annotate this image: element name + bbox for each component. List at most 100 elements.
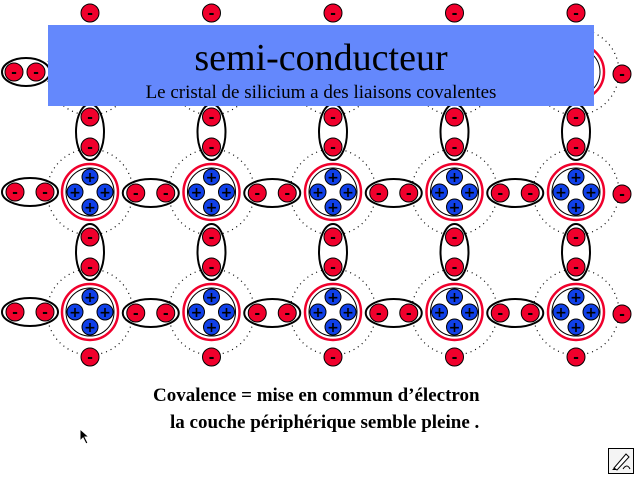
- electron-dot: [490, 183, 510, 203]
- electron-dot: [35, 302, 55, 322]
- electron: -: [5, 302, 25, 322]
- nucleus-dot: [324, 168, 342, 186]
- electron-dot: [612, 64, 632, 84]
- nucleus: +: [218, 183, 235, 201]
- silicon-atom: [60, 162, 120, 222]
- electron-sign: -: [163, 306, 169, 322]
- electron: -: [202, 227, 221, 247]
- electron-sign: -: [12, 305, 18, 321]
- electron-dot: [566, 137, 586, 157]
- electron-dot: [445, 3, 464, 23]
- nucleus: +: [188, 303, 205, 321]
- electron-dot: [323, 137, 343, 157]
- electron: -: [323, 107, 343, 127]
- caption-line-2: la couche périphérique semble pleine .: [170, 412, 480, 433]
- nucleus: +: [567, 168, 585, 186]
- electron-sign: -: [452, 140, 458, 156]
- nucleus-dot: [203, 168, 220, 186]
- electron-dot: [566, 227, 586, 247]
- nucleus-sign: +: [221, 185, 233, 201]
- nucleus: +: [446, 318, 463, 336]
- electron: -: [566, 137, 586, 157]
- nucleus: +: [324, 198, 342, 216]
- nucleus-dot: [218, 183, 235, 201]
- pen-button[interactable]: [608, 448, 634, 474]
- electron-sign: -: [573, 110, 579, 126]
- electron-dot: [26, 62, 46, 82]
- electron-dot: [35, 182, 55, 202]
- nucleus-sign: +: [464, 185, 476, 201]
- nucleus: +: [203, 318, 220, 336]
- nucleus-dot: [567, 318, 585, 336]
- electron-sign: -: [12, 185, 18, 201]
- electron-dot: [520, 183, 540, 203]
- electron-dot: [5, 182, 25, 202]
- electron: -: [399, 303, 419, 323]
- nucleus: +: [431, 183, 448, 201]
- electron: -: [202, 347, 221, 367]
- electron-dot: [156, 303, 176, 323]
- electron-sign: -: [33, 65, 39, 81]
- electron-dot: [247, 303, 267, 323]
- electron-dot: [323, 107, 343, 127]
- atom-shell: [546, 282, 606, 342]
- nucleus: +: [567, 318, 585, 336]
- electron-sign: -: [133, 306, 139, 322]
- nucleus: +: [446, 288, 463, 306]
- electron-sign: -: [497, 186, 503, 202]
- nucleus: +: [324, 318, 342, 336]
- electron-dot: [445, 347, 464, 367]
- nucleus-sign: +: [206, 290, 218, 306]
- electron: -: [445, 137, 464, 157]
- electron-sign: -: [376, 186, 382, 202]
- nucleus: +: [552, 183, 570, 201]
- arrow-cursor-icon: [79, 428, 91, 445]
- electron-sign: -: [209, 110, 215, 126]
- electron-dot: [202, 107, 221, 127]
- nucleus: +: [339, 303, 357, 321]
- electron: -: [126, 183, 146, 203]
- electron-dot: [520, 303, 540, 323]
- nucleus-sign: +: [327, 200, 339, 216]
- nucleus-dot: [188, 303, 205, 321]
- nucleus: +: [218, 303, 235, 321]
- inner-shell: [187, 287, 236, 337]
- nucleus-dot: [446, 318, 463, 336]
- electron-dot: [202, 257, 221, 277]
- electron-sign: -: [87, 350, 93, 366]
- electron-dot: [445, 257, 464, 277]
- electron: -: [202, 137, 221, 157]
- nucleus-sign: +: [585, 305, 597, 321]
- electron-sign: -: [209, 140, 215, 156]
- nucleus: +: [461, 303, 478, 321]
- nucleus: +: [461, 183, 478, 201]
- electron-sign: -: [619, 67, 625, 83]
- inner-shell: [65, 167, 115, 217]
- electron: -: [26, 62, 46, 82]
- nucleus-sign: +: [84, 170, 96, 186]
- nucleus-dot: [552, 303, 570, 321]
- electron-sign: -: [406, 186, 412, 202]
- nucleus-dot: [96, 183, 114, 201]
- electron: -: [445, 347, 464, 367]
- nucleus-dot: [339, 303, 357, 321]
- nucleus-sign: +: [69, 305, 81, 321]
- inner-shell: [187, 167, 236, 217]
- atom-shell: [303, 162, 363, 222]
- nucleus-sign: +: [312, 305, 324, 321]
- electron: -: [445, 257, 464, 277]
- nucleus: +: [66, 303, 84, 321]
- inner-shell: [430, 167, 479, 217]
- nucleus: +: [309, 303, 327, 321]
- electron: -: [445, 227, 464, 247]
- electron: -: [247, 183, 267, 203]
- electron-dot: [4, 62, 24, 82]
- silicon-atom: [303, 282, 363, 342]
- slide-title: semi-conducteur: [194, 37, 448, 79]
- electron: -: [369, 183, 389, 203]
- electron-sign: -: [573, 6, 579, 22]
- nucleus-sign: +: [84, 320, 96, 336]
- electron: -: [520, 183, 540, 203]
- inner-shell: [308, 167, 358, 217]
- electron-sign: -: [406, 306, 412, 322]
